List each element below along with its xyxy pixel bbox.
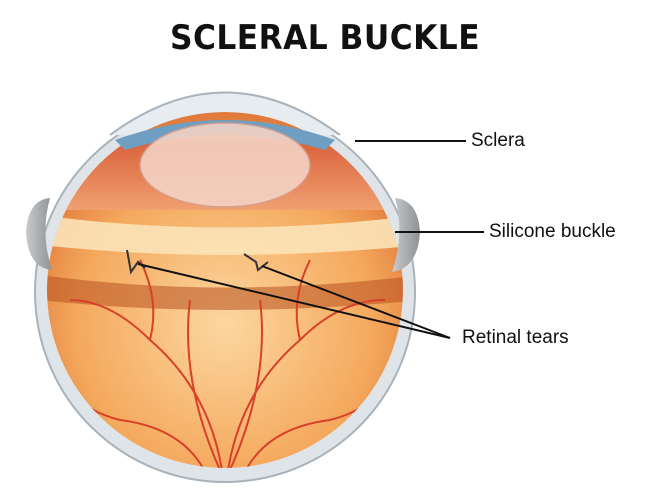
retinal-tears-label: Retinal tears [462,327,569,348]
silicone-buckle-label: Silicone buckle [489,221,616,242]
silicone-buckle-left [26,198,52,270]
buckle-indentation-band [47,215,403,255]
retinal-tear-leader-line-1 [137,263,451,339]
silicone-buckle-right [392,198,420,272]
lens [139,122,311,208]
buckle-shadow [47,275,403,310]
diagram-title: SCLERAL BUCKLE [169,18,481,58]
sclera-label: Sclera [471,130,525,151]
retinal-tear-leader-line-2 [261,265,451,339]
